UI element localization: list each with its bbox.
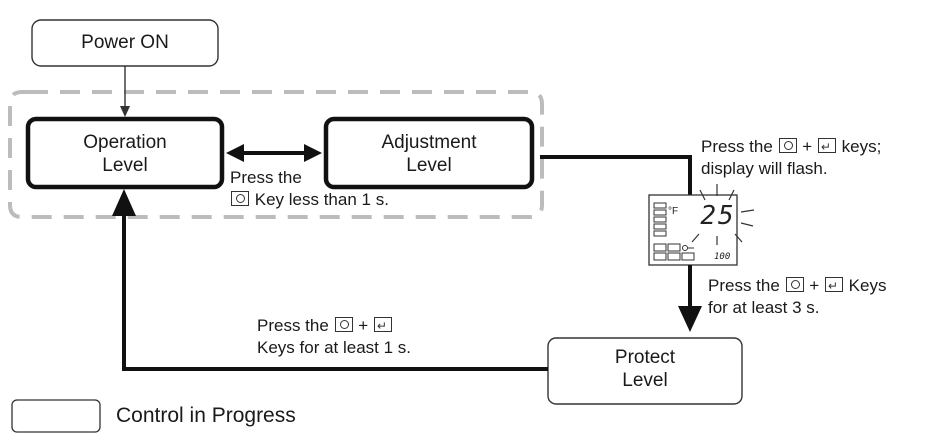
enter-protect-note: Press the + Keys for at least 3 s. <box>708 275 886 319</box>
op-adj-note-line1: Press the <box>230 168 302 187</box>
double-arrow-left-head <box>226 144 244 162</box>
enter-protect-note-line1: Press the + Keys <box>708 275 886 297</box>
enter-protect-suffix: Keys <box>848 276 887 295</box>
enter-key-icon <box>373 315 392 337</box>
exit-protect-note: Press the + Keys for at least 1 s. <box>257 315 411 359</box>
adj-protect-note: Press the + keys; display will flash. <box>701 136 881 180</box>
power-on-text: Power ON <box>81 32 169 53</box>
to-operation-arrowhead <box>112 189 136 216</box>
mode-key-icon <box>778 138 797 153</box>
adjustment-level-label: Adjustment Level <box>381 132 477 176</box>
operation-level-label: Operation Level <box>83 132 167 176</box>
control-in-progress-group <box>8 90 544 219</box>
display-value: 25 <box>700 201 735 231</box>
to-protect-arrowhead <box>678 306 702 332</box>
key-lock-icon <box>682 245 694 251</box>
adj-protect-suffix: keys; <box>841 137 882 156</box>
adj-protect-note-line1: Press the + keys; <box>701 136 881 158</box>
exit-protect-note-line2: Keys for at least 1 s. <box>257 338 412 357</box>
operation-level-box <box>25 116 225 190</box>
mode-key-icon <box>334 317 353 332</box>
exit-protect-note-line1: Press the + <box>257 315 411 337</box>
protect-level-label: Protect Level <box>614 347 676 391</box>
adjustment-level-box <box>323 116 535 190</box>
op-adj-note: Press the Key less than 1 s. <box>230 167 389 211</box>
enter-protect-prefix: Press the <box>708 276 780 295</box>
display-sub-value: 100 <box>714 252 730 262</box>
op-adj-note-line2: Key less than 1 s. <box>230 189 389 211</box>
controller-display: °F 25 100 <box>648 184 755 266</box>
mode-key-icon <box>231 191 249 206</box>
legend-swatch <box>11 399 101 433</box>
adj-protect-prefix: Press the <box>701 137 773 156</box>
enter-key-icon <box>824 275 843 297</box>
enter-protect-note-line2: for at least 3 s. <box>708 298 820 317</box>
protect-to-operation-line <box>122 212 548 371</box>
power-on-label: Power ON <box>32 31 218 54</box>
adj-protect-note-line2: display will flash. <box>701 159 828 178</box>
double-arrow-right-head <box>304 144 322 162</box>
power-on-arrowhead <box>120 106 130 117</box>
display-unit: °F <box>668 206 678 217</box>
flash-rays-icon <box>691 184 755 245</box>
enter-key-icon <box>817 136 836 158</box>
exit-protect-prefix: Press the <box>257 316 329 335</box>
mode-key-icon <box>785 277 804 292</box>
op-adj-note-suffix: Key less than 1 s. <box>254 190 389 209</box>
adjustment-to-protect-line <box>540 155 692 200</box>
legend-label: Control in Progress <box>116 404 296 427</box>
